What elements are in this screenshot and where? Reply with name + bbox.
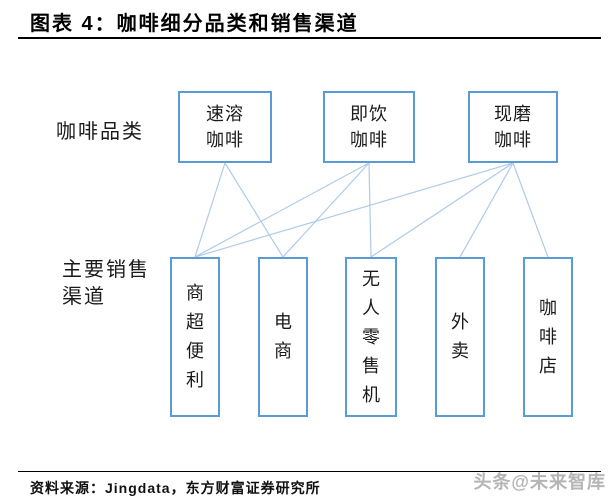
edge-instant-ecommerce <box>224 162 284 258</box>
edge-rtd-supermarket <box>194 162 370 258</box>
channel-box-ecommerce: 电商 <box>258 257 308 417</box>
edge-rtd-ecommerce <box>282 162 370 258</box>
channel-label-delivery: 外卖 <box>450 312 469 361</box>
edge-rtd-vending <box>368 162 372 258</box>
category-box-instant: 速溶 咖啡 <box>178 91 272 163</box>
row-label-channels-line2: 渠道 <box>62 286 106 308</box>
edge-fresh-delivery <box>459 162 514 258</box>
edge-fresh-supermarket <box>194 162 514 258</box>
footer-rule <box>18 471 601 472</box>
channel-label-vending: 无人零售机 <box>361 268 380 405</box>
channel-box-vending: 无人零售机 <box>345 257 397 417</box>
category-label-instant: 速溶 咖啡 <box>206 101 244 153</box>
channel-box-cafe: 咖啡店 <box>523 257 573 417</box>
category-label-rtd-line1: 即饮 <box>350 104 388 124</box>
category-label-rtd: 即饮 咖啡 <box>350 101 388 153</box>
category-box-fresh: 现磨 咖啡 <box>468 91 558 163</box>
category-label-instant-line2: 咖啡 <box>206 130 244 150</box>
category-label-rtd-line2: 咖啡 <box>350 130 388 150</box>
row-label-categories: 咖啡品类 <box>56 121 144 143</box>
channel-box-delivery: 外卖 <box>435 257 485 417</box>
channel-label-ecommerce: 电商 <box>273 312 292 361</box>
figure-title: 图表 4：咖啡细分品类和销售渠道 <box>30 13 359 35</box>
channel-box-supermarket: 商超便利 <box>170 257 220 417</box>
category-label-fresh-line2: 咖啡 <box>494 130 532 150</box>
row-label-channels: 主要销售 渠道 <box>62 257 150 311</box>
category-label-fresh-line1: 现磨 <box>494 104 532 124</box>
channel-label-cafe: 咖啡店 <box>538 297 557 376</box>
category-label-instant-line1: 速溶 <box>206 104 244 124</box>
row-label-channels-line1: 主要销售 <box>62 259 150 281</box>
channel-label-supermarket: 商超便利 <box>185 283 204 390</box>
title-rule <box>18 37 601 39</box>
edge-instant-supermarket <box>194 162 226 258</box>
watermark: 头条@未来智库 <box>473 472 606 492</box>
edge-fresh-vending <box>370 162 514 258</box>
category-label-fresh: 现磨 咖啡 <box>494 101 532 153</box>
category-box-rtd: 即饮 咖啡 <box>323 91 415 163</box>
source-note: 资料来源：Jingdata，东方财富证券研究所 <box>30 480 321 496</box>
edge-fresh-cafe <box>512 162 549 258</box>
